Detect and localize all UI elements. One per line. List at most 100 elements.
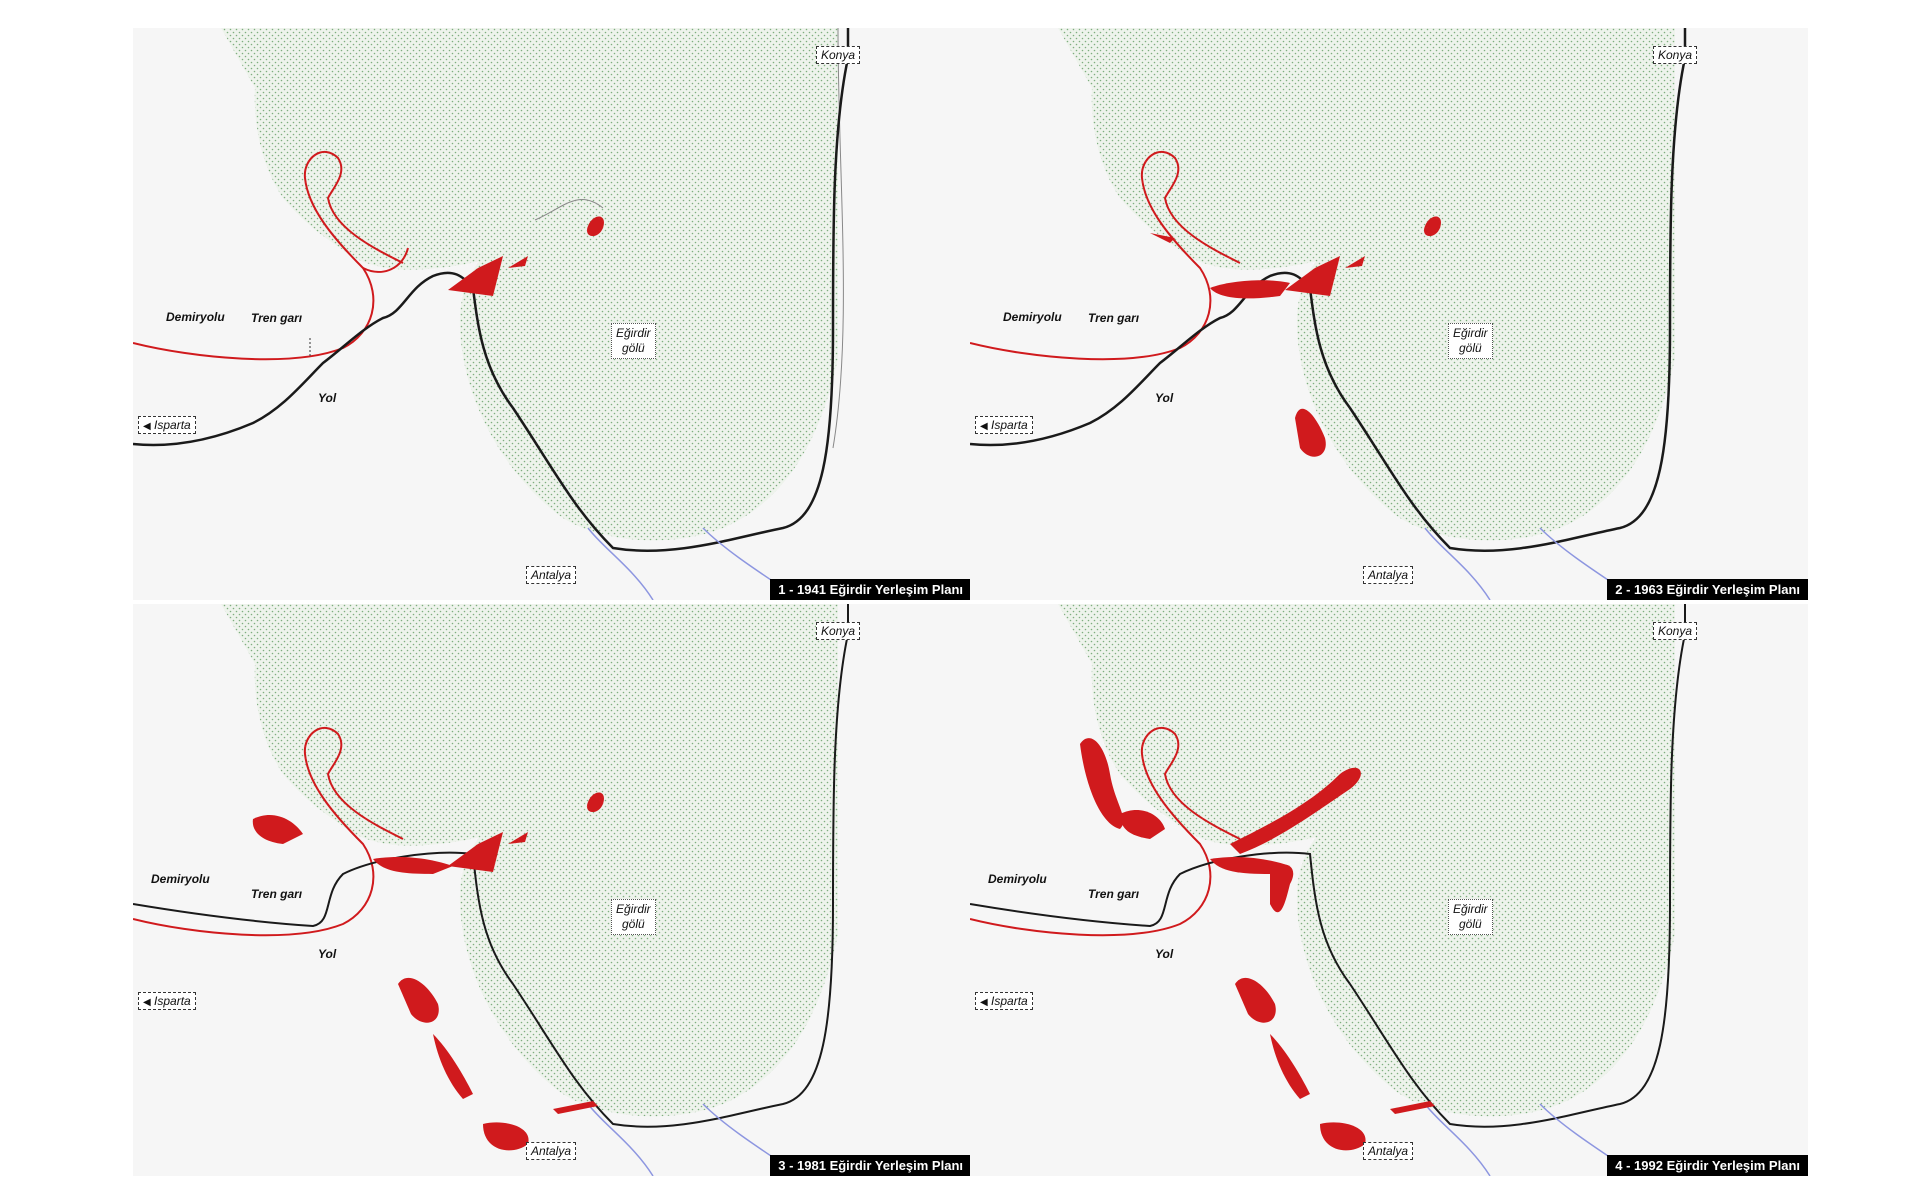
lake-label-line1: Eğirdir <box>1453 902 1488 916</box>
railway <box>133 151 404 361</box>
antalya-label: Antalya <box>1368 568 1409 582</box>
antalya-label: Antalya <box>531 1144 572 1158</box>
river <box>1424 1103 1621 1176</box>
map-panel-1963: Demiryolu Tren garı Yol ◀ Isparta Konya … <box>970 28 1808 600</box>
panel-caption: 4 - 1992 Eğirdir Yerleşim Planı <box>1607 1155 1808 1176</box>
settlement-area-7 <box>1270 1034 1310 1099</box>
arrow-left-icon: ◀ <box>980 421 988 432</box>
label-demiryolu: Demiryolu <box>988 872 1047 886</box>
settlement-area-6 <box>1235 977 1276 1023</box>
label-yol: Yol <box>318 947 337 961</box>
settlement-area-2 <box>252 814 303 844</box>
settlement-area-5 <box>1295 408 1326 457</box>
label-demiryolu: Demiryolu <box>166 310 225 324</box>
panel-caption: 1 - 1941 Eğirdir Yerleşim Planı <box>770 579 971 600</box>
settlement-area-8 <box>1320 1122 1366 1151</box>
railway <box>970 151 1241 361</box>
label-tren-gari: Tren garı <box>1088 887 1140 901</box>
river <box>1424 527 1621 600</box>
lake <box>1058 28 1675 541</box>
direction-konya: Konya <box>816 46 861 64</box>
label-yol: Yol <box>318 391 337 405</box>
arrow-left-icon: ◀ <box>143 421 151 432</box>
settlement-area-4 <box>1230 767 1361 854</box>
isparta-label: Isparta <box>991 994 1028 1008</box>
settlement-area-3 <box>373 856 453 874</box>
antalya-label: Antalya <box>1368 1144 1409 1158</box>
konya-label: Konya <box>821 624 856 638</box>
label-demiryolu: Demiryolu <box>151 872 210 886</box>
lake-label-line1: Eğirdir <box>1453 326 1488 340</box>
direction-antalya: Antalya <box>1363 1142 1414 1160</box>
road <box>970 28 1687 552</box>
settlement-area-7 <box>433 1034 473 1099</box>
lake-label-line2: gölü <box>622 341 645 355</box>
direction-antalya: Antalya <box>1363 566 1414 584</box>
arrow-left-icon: ◀ <box>980 997 988 1008</box>
settlement-area-1 <box>1080 738 1124 829</box>
isparta-label: Isparta <box>154 418 191 432</box>
road <box>133 28 850 552</box>
lake-label-line2: gölü <box>1459 917 1482 931</box>
direction-konya: Konya <box>816 622 861 640</box>
direction-isparta: ◀ Isparta <box>975 992 1033 1010</box>
arrow-left-icon: ◀ <box>143 997 151 1008</box>
map-1992-svg <box>970 604 1686 1176</box>
direction-konya: Konya <box>1653 622 1698 640</box>
isparta-label: Isparta <box>991 418 1028 432</box>
railway <box>133 727 404 937</box>
konya-label: Konya <box>821 48 856 62</box>
konya-label: Konya <box>1658 48 1693 62</box>
land-outline <box>534 28 844 449</box>
map-panel-1981: Demiryolu Tren garı Yol ◀ Isparta Konya … <box>133 604 971 1176</box>
label-demiryolu: Demiryolu <box>1003 310 1062 324</box>
lake-label-line1: Eğirdir <box>616 326 651 340</box>
railway-branch <box>362 247 409 273</box>
railway <box>970 727 1241 937</box>
direction-antalya: Antalya <box>526 566 577 584</box>
label-yol: Yol <box>1155 391 1174 405</box>
label-tren-gari: Tren garı <box>1088 311 1140 325</box>
settlement-area-1 <box>1285 256 1340 296</box>
antalya-label: Antalya <box>531 568 572 582</box>
settlement-area-4 <box>1423 216 1442 237</box>
isparta-label: Isparta <box>154 994 191 1008</box>
road <box>970 604 1686 1128</box>
label-tren-gari: Tren garı <box>251 887 303 901</box>
direction-isparta: ◀ Isparta <box>975 416 1033 434</box>
settlement-area-8 <box>483 1122 529 1151</box>
settlement-area-9 <box>1390 1101 1435 1114</box>
map-1963-svg <box>970 28 1687 600</box>
direction-antalya: Antalya <box>526 1142 577 1160</box>
settlement-area-2 <box>1210 280 1290 299</box>
settlement-area-6 <box>398 977 439 1023</box>
direction-konya: Konya <box>1653 46 1698 64</box>
settlement-area-9 <box>553 1101 598 1114</box>
panel-caption: 2 - 1963 Eğirdir Yerleşim Planı <box>1607 579 1808 600</box>
settlement-area-5 <box>1270 864 1294 913</box>
settlement-area-1 <box>448 256 503 296</box>
map-panel-1992: Demiryolu Tren garı Yol ◀ Isparta Konya … <box>970 604 1808 1176</box>
label-yol: Yol <box>1155 947 1174 961</box>
river <box>587 527 784 600</box>
settlement-area-2 <box>508 256 528 268</box>
lake <box>221 604 838 1117</box>
settlement-area-5 <box>586 792 605 813</box>
settlement-area-4 <box>508 832 528 844</box>
lake <box>1058 604 1675 1117</box>
konya-label: Konya <box>1658 624 1693 638</box>
lake-label-line1: Eğirdir <box>616 902 651 916</box>
lake-label-line2: gölü <box>1459 341 1482 355</box>
settlement-area-2 <box>1120 809 1165 839</box>
map-panel-1941: Demiryolu Tren garı Yol ◀ Isparta Konya … <box>133 28 971 600</box>
lake-label-line2: gölü <box>622 917 645 931</box>
settlement-area-3 <box>1345 256 1365 268</box>
direction-isparta: ◀ Isparta <box>138 992 196 1010</box>
map-1981-svg <box>133 604 849 1176</box>
settlement-area-1 <box>448 832 503 872</box>
road <box>133 604 849 1128</box>
lake <box>221 28 838 541</box>
